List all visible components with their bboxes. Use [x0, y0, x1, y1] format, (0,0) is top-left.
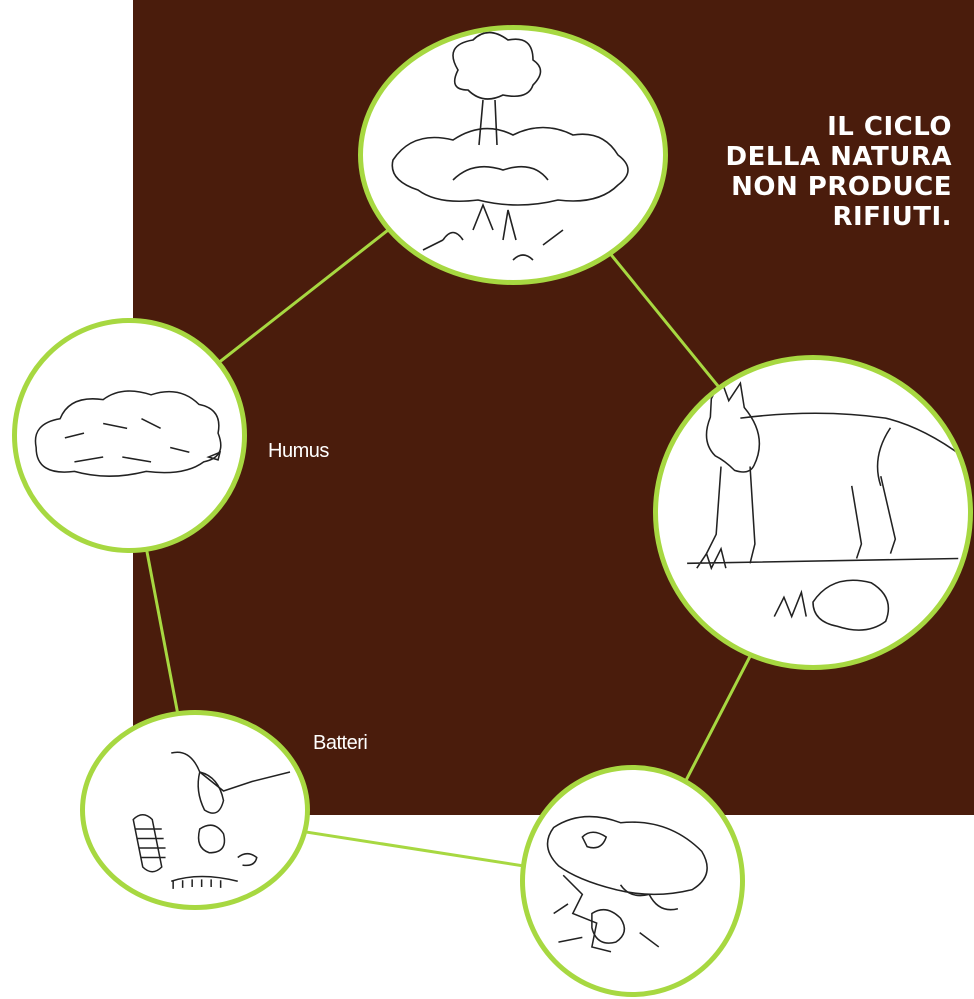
- title-line-4: RIFIUTI.: [652, 202, 952, 232]
- bacteria-node: [80, 710, 310, 910]
- bacteria-icon: [85, 715, 305, 905]
- humus-label: Humus: [268, 440, 329, 463]
- soil-mound-icon: [17, 323, 242, 548]
- humus-node: [12, 318, 247, 553]
- skull-icon: [525, 770, 740, 992]
- title-line-1: IL CICLO: [652, 112, 952, 142]
- decomposer-node: [520, 765, 745, 997]
- title-line-3: NON PRODUCE: [652, 172, 952, 202]
- tree-forest-node: [358, 25, 668, 285]
- tree-icon: [363, 30, 663, 280]
- title-line-2: DELLA NATURA: [652, 142, 952, 172]
- fox-node: [653, 355, 973, 670]
- bacteria-label: Batteri: [313, 732, 367, 755]
- fox-icon: [658, 360, 968, 665]
- diagram-title: IL CICLO DELLA NATURA NON PRODUCE RIFIUT…: [652, 112, 952, 232]
